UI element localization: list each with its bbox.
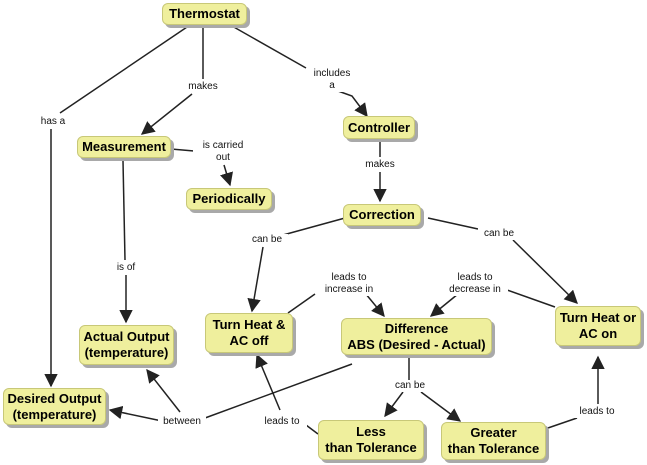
line-measurement-carried — [170, 148, 195, 152]
arrow-between-actual — [146, 368, 181, 413]
arrow-can-be-greater — [420, 391, 462, 422]
concept-thermostat[interactable]: Thermostat — [162, 3, 247, 25]
arrow-can-be-off — [247, 246, 264, 313]
line-correction-can-be-off — [282, 217, 346, 236]
arrow-can-be-less — [384, 391, 404, 418]
link-label-leads-to-1: leads to — [257, 416, 307, 428]
concept-periodically[interactable]: Periodically — [186, 188, 272, 210]
arrow-includes-controller — [337, 90, 368, 118]
link-label-makes-2: makes — [360, 159, 400, 171]
line-thermostat-has-a — [59, 24, 191, 114]
concept-controller[interactable]: Controller — [343, 116, 415, 139]
line-greater-leads-to — [544, 417, 578, 430]
concept-turn-heat-ac-off[interactable]: Turn Heat &AC off — [205, 313, 293, 353]
link-label-leads-to-2: leads to — [572, 406, 622, 418]
line-correction-can-be-on — [427, 217, 479, 230]
line-measurement-is-of — [122, 160, 126, 261]
line-on-leads-decrease — [506, 289, 556, 308]
concept-measurement[interactable]: Measurement — [77, 136, 171, 158]
concept-actual-output[interactable]: Actual Output(temperature) — [79, 325, 174, 365]
arrow-makes-measurement — [140, 93, 193, 135]
link-label-is-of: is of — [110, 262, 142, 274]
concept-correction[interactable]: Correction — [343, 204, 421, 226]
line-difference-between — [204, 363, 353, 419]
link-label-can-be-1: can be — [246, 234, 288, 246]
link-label-can-be-2: can be — [478, 228, 520, 240]
concept-desired-output[interactable]: Desired Output(temperature) — [3, 388, 106, 425]
line-off-leads-increase — [287, 293, 316, 314]
link-label-between: between — [158, 416, 206, 428]
line-thermostat-includes — [231, 25, 307, 69]
arrow-carried-periodically — [220, 164, 233, 187]
link-label-has-a: has a — [36, 116, 70, 128]
arrow-can-be-on — [512, 239, 578, 304]
arrow-between-desired — [108, 405, 163, 422]
link-label-makes-1: makes — [184, 81, 222, 93]
link-label-can-be-3: can be — [389, 380, 431, 392]
arrow-leads-to-off — [255, 353, 281, 411]
